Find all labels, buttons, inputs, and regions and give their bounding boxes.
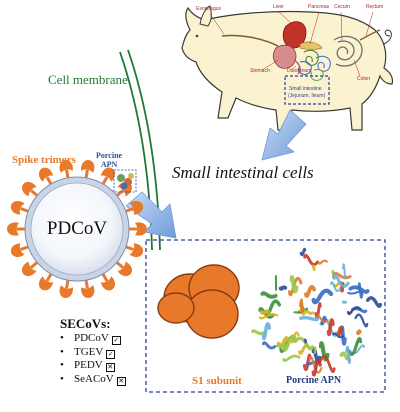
pdcov-virion xyxy=(7,160,147,298)
pig-body xyxy=(181,6,394,131)
organ-leader-lines xyxy=(209,11,374,77)
protein-ribbon-segment xyxy=(311,359,322,377)
secov-item: •SeACoV✕ xyxy=(60,372,126,386)
spike-trimers-label: Spike trimers xyxy=(12,154,76,166)
protein-ribbon-segment xyxy=(354,313,369,328)
protein-ribbon-segment xyxy=(330,281,342,292)
porcine-apn-small-structure xyxy=(113,169,137,193)
pig-anatomy-illustration xyxy=(181,5,394,131)
secov-item: •PEDV✕ xyxy=(60,359,115,372)
protein-ribbon-segment xyxy=(341,263,347,280)
protein-ribbon-segment xyxy=(332,332,345,339)
esophagus-organ xyxy=(221,34,279,47)
protein-ribbon-segment xyxy=(282,354,301,362)
cross-box-icon: ✕ xyxy=(116,376,126,386)
secov-item: •TGEV✓ xyxy=(60,345,116,359)
porcine-apn-label: Porcine APN xyxy=(286,375,342,386)
binding-detail-box xyxy=(145,239,386,393)
pancreas-label: Pancreas xyxy=(308,4,330,10)
pig-ear xyxy=(199,5,212,27)
secov-name: TGEV xyxy=(74,345,104,358)
liver-label: Liver xyxy=(273,4,284,10)
small-intestine-sublabel: (Jejunum, Ileum) xyxy=(288,93,326,99)
check-box-icon: ✓ xyxy=(106,349,116,359)
protein-ribbon-segment xyxy=(251,329,266,336)
protein-ribbon-segment xyxy=(311,288,334,305)
protein-ribbon-segment xyxy=(311,264,316,272)
duodenum-label: Duodenum xyxy=(287,68,312,74)
protein-ribbon-segment xyxy=(331,273,350,288)
protein-ribbon-segment xyxy=(282,334,298,352)
rectum-label: Rectum xyxy=(366,4,384,10)
duodenum-organ xyxy=(293,59,301,75)
pig-tail xyxy=(383,29,392,45)
protein-ribbon-segment xyxy=(345,345,352,364)
esophagus-label: Esophagus xyxy=(196,6,222,12)
small-intestine-label: Small intestine xyxy=(289,86,322,92)
cecum-label: Cecum xyxy=(334,4,350,10)
secov-item: •PDCoV✓ xyxy=(60,332,121,345)
secov-name: PEDV xyxy=(74,359,103,371)
protein-ribbon-segment xyxy=(258,313,279,320)
small-intestine-highlight-box xyxy=(284,75,330,105)
protein-ribbon-segment xyxy=(303,253,320,267)
protein-ribbon-segment xyxy=(326,318,335,337)
protein-ribbon-segment xyxy=(315,314,329,323)
colon-label: Colon xyxy=(357,76,371,82)
secov-name: PDCoV xyxy=(74,332,109,344)
protein-ribbon-segment xyxy=(304,285,317,298)
colon-organ xyxy=(333,35,363,67)
virion-core xyxy=(30,182,124,276)
porcine-apn-small-line2: APN xyxy=(100,160,118,169)
cross-box-icon: ✕ xyxy=(105,363,115,372)
protein-ribbon-segment xyxy=(356,329,362,336)
porcine-apn-small-label: Porcine APN xyxy=(96,151,122,169)
porcine-apn-small-line1: Porcine xyxy=(96,151,123,160)
protein-ribbon-segment xyxy=(299,298,305,314)
check-box-icon: ✓ xyxy=(111,336,121,345)
rectum-organ xyxy=(359,29,381,41)
protein-ribbon-segment xyxy=(319,355,336,374)
stomach-organ xyxy=(272,44,297,69)
protein-ribbon-segment xyxy=(289,275,299,294)
protein-ribbon-segment xyxy=(365,296,383,308)
porcine-apn-protein-structure xyxy=(251,247,383,377)
protein-ribbon-segment xyxy=(278,285,288,291)
protein-ribbon-segment xyxy=(299,247,307,257)
cell-membrane-label: Cell membrane xyxy=(48,72,128,87)
protein-ribbon-segment xyxy=(317,259,328,265)
protein-ribbon-segment xyxy=(259,309,271,315)
secovs-title: SECoVs: xyxy=(60,316,111,331)
s1-subunit-structure xyxy=(157,264,240,339)
protein-ribbon-segment xyxy=(346,336,363,356)
protein-ribbon-segment xyxy=(264,299,282,317)
protein-ribbon-segment xyxy=(308,355,323,374)
protein-ribbon-segment xyxy=(346,306,362,315)
protein-ribbon-segment xyxy=(336,326,344,337)
arrow-virus-to-box xyxy=(125,191,177,239)
protein-ribbon-segment xyxy=(332,271,352,280)
s1-subunit-label: S1 subunit xyxy=(192,375,242,387)
spike-trimer xyxy=(127,222,147,236)
protein-ribbon-segment xyxy=(260,291,278,299)
secov-name: SeACoV xyxy=(74,372,114,385)
protein-ribbon-segment xyxy=(279,336,297,354)
arrow-pig-to-cells xyxy=(261,109,307,161)
secovs-list: •PDCoV✓ •TGEV✓ •PEDV✕ •SeACoV✕ xyxy=(60,332,126,386)
protein-ribbon-segment xyxy=(347,290,363,295)
stomach-label: Stomach xyxy=(250,68,270,74)
pig-eye xyxy=(195,34,199,38)
protein-ribbon-segment xyxy=(261,341,277,350)
small-intestinal-cells-label: Small intestinal cells xyxy=(172,163,314,182)
pancreas-organ xyxy=(299,41,323,50)
protein-ribbon-segment xyxy=(261,322,272,341)
protein-ribbon-segment xyxy=(303,338,308,344)
protein-ribbon-segment xyxy=(299,316,320,322)
spike-trimer xyxy=(7,222,27,236)
pdcov-label: PDCoV xyxy=(46,218,108,239)
